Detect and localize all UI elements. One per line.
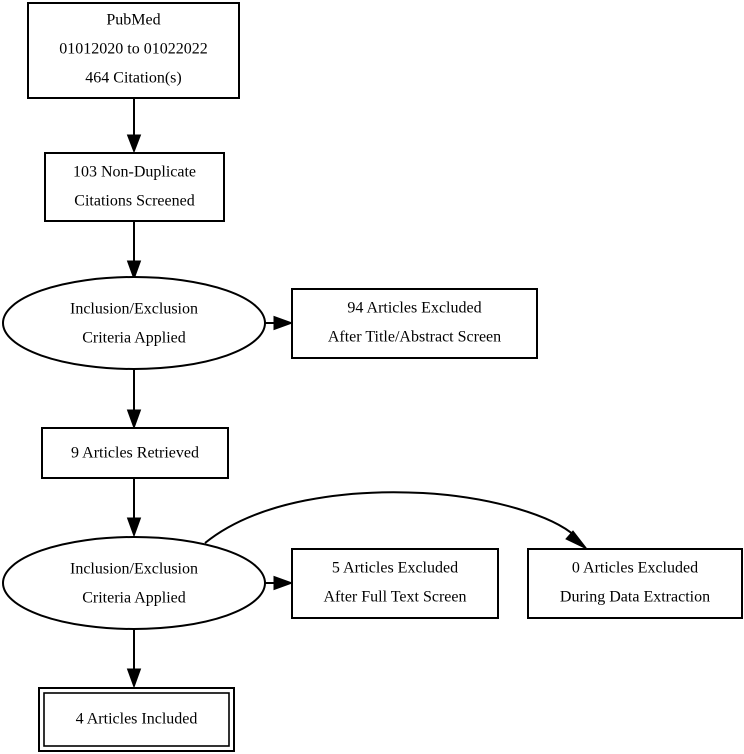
edge-criteria1-to-retrieved (126, 369, 142, 430)
edge-screened-to-criteria1 (126, 221, 142, 281)
node-criteria2-line2: Criteria Applied (82, 590, 186, 607)
node-criteria1-ellipse (2, 276, 266, 370)
node-criteria2[interactable]: Inclusion/Exclusion Criteria Applied (2, 536, 266, 630)
edge-criteria1-to-retrieved-arrowhead (126, 409, 142, 430)
node-screened[interactable]: 103 Non-Duplicate Citations Screened (44, 152, 225, 222)
edge-retrieved-to-criteria2 (126, 478, 142, 538)
node-criteria1-line2: Criteria Applied (82, 330, 186, 347)
edge-source-to-screened (126, 99, 142, 154)
node-excluded-data-extraction-line1: 0 Articles Excluded (572, 560, 698, 577)
edge-criteria1-to-excluded-title-abstract-arrowhead (273, 315, 294, 331)
node-screened-box (44, 152, 225, 222)
node-excluded-full-text[interactable]: 5 Articles Excluded After Full Text Scre… (291, 548, 499, 619)
node-excluded-data-extraction-line2: During Data Extraction (560, 589, 710, 606)
node-excluded-title-abstract-line1: 94 Articles Excluded (347, 300, 481, 317)
node-criteria1-line1: Inclusion/Exclusion (70, 301, 198, 318)
edge-criteria2-to-excluded-data-extraction-curve (204, 491, 576, 544)
node-source-box (27, 2, 240, 99)
edge-criteria2-to-included-arrowhead (126, 668, 142, 689)
edge-source-to-screened-arrowhead (126, 134, 142, 154)
node-excluded-full-text-box (291, 548, 499, 619)
node-excluded-full-text-line2: After Full Text Screen (324, 589, 467, 606)
node-source[interactable]: PubMed 01012020 to 01022022 464 Citation… (27, 2, 240, 99)
node-retrieved[interactable]: 9 Articles Retrieved (41, 427, 229, 479)
node-source-line2: 01012020 to 01022022 (59, 41, 207, 58)
node-criteria1[interactable]: Inclusion/Exclusion Criteria Applied (2, 276, 266, 370)
edge-criteria2-to-excluded-full-text (265, 575, 294, 591)
edge-criteria2-to-excluded-data-extraction (204, 491, 588, 550)
node-included-inner-box (43, 692, 230, 747)
node-retrieved-line1: 9 Articles Retrieved (71, 445, 199, 462)
node-excluded-data-extraction-box (527, 548, 743, 619)
node-criteria2-ellipse (2, 536, 266, 630)
node-excluded-data-extraction[interactable]: 0 Articles Excluded During Data Extracti… (527, 548, 743, 619)
node-included-line1: 4 Articles Included (76, 711, 198, 728)
node-criteria2-line1: Inclusion/Exclusion (70, 561, 198, 578)
edge-criteria1-to-excluded-title-abstract (265, 315, 294, 331)
node-source-line3: 464 Citation(s) (85, 70, 181, 87)
edge-criteria2-to-excluded-data-extraction-arrowhead (565, 530, 588, 550)
edge-screened-to-criteria1-arrowhead (126, 260, 142, 281)
node-included[interactable]: 4 Articles Included (38, 687, 235, 752)
node-excluded-full-text-line1: 5 Articles Excluded (332, 560, 458, 577)
edge-criteria2-to-included (126, 629, 142, 689)
node-excluded-title-abstract-line2: After Title/Abstract Screen (328, 329, 501, 346)
node-excluded-title-abstract-box (291, 288, 538, 359)
node-screened-line1: 103 Non-Duplicate (73, 164, 196, 181)
node-excluded-title-abstract[interactable]: 94 Articles Excluded After Title/Abstrac… (291, 288, 538, 359)
node-source-line1: PubMed (106, 12, 160, 29)
node-screened-line2: Citations Screened (74, 193, 194, 210)
edge-criteria2-to-excluded-full-text-arrowhead (273, 575, 294, 591)
edge-retrieved-to-criteria2-arrowhead (126, 517, 142, 538)
